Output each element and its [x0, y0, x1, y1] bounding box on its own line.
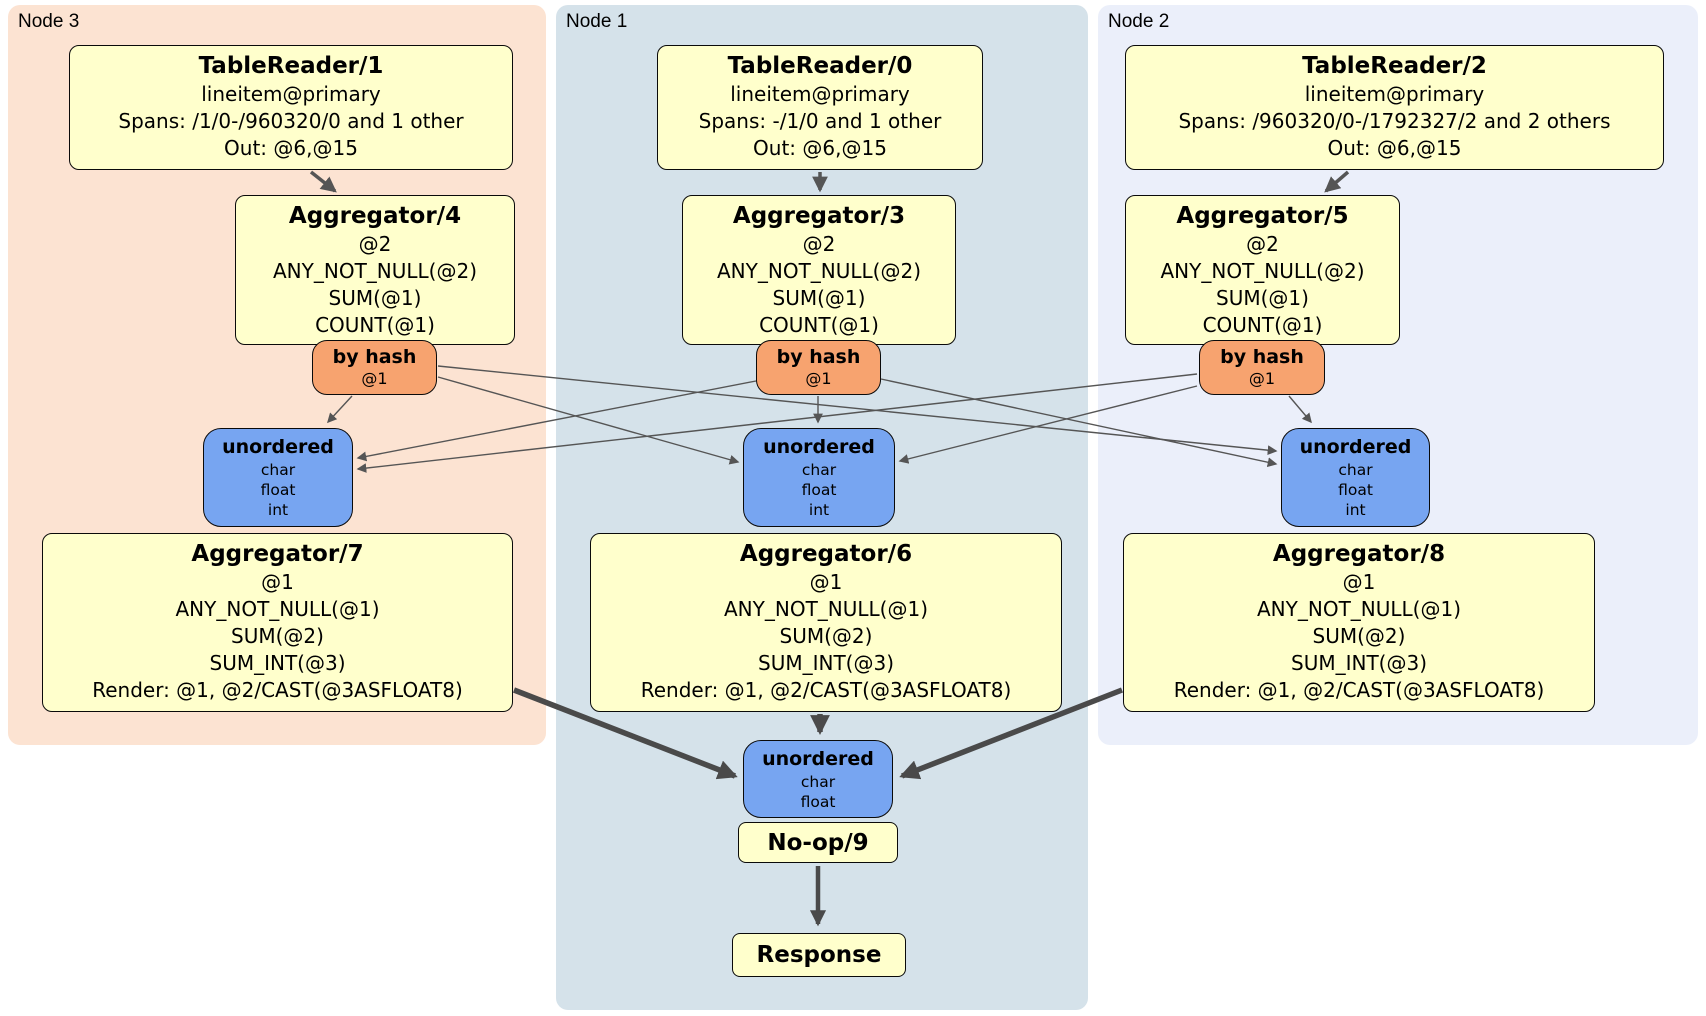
- tablereader-0-box: TableReader/0 lineitem@primary Spans: -/…: [657, 45, 983, 170]
- agg-fn-label: SUM(@2): [1312, 624, 1406, 648]
- sync-type-label: float: [1338, 481, 1373, 499]
- aggregator-8-box: Aggregator/8 @1 ANY_NOT_NULL(@1) SUM(@2)…: [1123, 533, 1595, 712]
- by-hash-router-node3: by hash @1: [312, 340, 437, 395]
- sync-title: unordered: [222, 436, 334, 458]
- aggregator-7-title: Aggregator/7: [191, 541, 364, 567]
- aggregator-4-title: Aggregator/4: [288, 203, 462, 229]
- group-cols-label: @1: [261, 570, 294, 594]
- sync-type-label: char: [800, 772, 836, 791]
- agg-fn-label: SUM(@1): [328, 286, 422, 310]
- router-title: by hash: [776, 346, 861, 368]
- agg-fn-label: SUM(@2): [779, 624, 873, 648]
- group-cols-label: @2: [358, 232, 392, 256]
- sync-type-label: int: [1345, 501, 1366, 519]
- agg-fn-label: SUM(@1): [772, 286, 866, 310]
- aggregator-8-title: Aggregator/8: [1272, 541, 1446, 567]
- router-key-label: @1: [805, 369, 832, 388]
- index-label: lineitem@primary: [1304, 82, 1485, 106]
- agg-fn-label: COUNT(@1): [759, 313, 879, 337]
- group-cols-label: @1: [1342, 570, 1376, 594]
- sync-title: unordered: [763, 436, 875, 458]
- noop-9-box: No-op/9: [738, 822, 898, 863]
- render-label: Render: @1, @2/CAST(@3ASFLOAT8): [640, 678, 1012, 702]
- sync-type-label: char: [1338, 461, 1373, 479]
- group-cols-label: @1: [809, 570, 843, 594]
- sync-type-label: float: [260, 481, 296, 499]
- group-cols-label: @2: [802, 232, 836, 256]
- node-1-label: Node 1: [566, 11, 628, 32]
- router-key-label: @1: [1248, 369, 1276, 388]
- aggregator-6-box: Aggregator/6 @1 ANY_NOT_NULL(@1) SUM(@2)…: [590, 533, 1062, 712]
- node-3-label: Node 3: [18, 11, 80, 32]
- sync-type-label: char: [260, 461, 296, 479]
- tablereader-0-title: TableReader/0: [727, 53, 913, 79]
- noop-9-title: No-op/9: [767, 829, 869, 856]
- tablereader-2-title: TableReader/2: [1302, 53, 1487, 79]
- sync-type-label: float: [800, 792, 836, 811]
- agg-fn-label: COUNT(@1): [315, 313, 435, 337]
- tablereader-1-box: TableReader/1 lineitem@primary Spans: /1…: [69, 45, 513, 170]
- aggregator-3-box: Aggregator/3 @2 ANY_NOT_NULL(@2) SUM(@1)…: [682, 195, 956, 345]
- unordered-sync-node2: unordered char float int: [1281, 428, 1430, 527]
- router-title: by hash: [1220, 346, 1304, 368]
- tablereader-1-title: TableReader/1: [198, 53, 384, 79]
- agg-fn-label: SUM_INT(@3): [209, 651, 346, 675]
- agg-fn-label: ANY_NOT_NULL(@2): [273, 259, 477, 283]
- index-label: lineitem@primary: [730, 82, 910, 106]
- render-label: Render: @1, @2/CAST(@3ASFLOAT8): [1173, 678, 1545, 702]
- spans-label: Spans: -/1/0 and 1 other: [698, 109, 942, 133]
- agg-fn-label: SUM(@1): [1216, 286, 1309, 310]
- agg-fn-label: ANY_NOT_NULL(@2): [717, 259, 921, 283]
- sync-type-label: int: [808, 501, 830, 519]
- spans-label: Spans: /1/0-/960320/0 and 1 other: [118, 109, 464, 133]
- router-title: by hash: [332, 346, 417, 368]
- sync-title: unordered: [762, 747, 874, 770]
- response-box: Response: [732, 933, 906, 977]
- aggregator-5-title: Aggregator/5: [1176, 203, 1349, 229]
- sync-type-label: float: [801, 481, 837, 499]
- render-label: Render: @1, @2/CAST(@3ASFLOAT8): [92, 678, 463, 702]
- agg-fn-label: ANY_NOT_NULL(@1): [1257, 597, 1461, 621]
- response-title: Response: [756, 942, 882, 968]
- index-label: lineitem@primary: [201, 82, 381, 106]
- aggregator-3-title: Aggregator/3: [732, 203, 906, 229]
- aggregator-5-box: Aggregator/5 @2 ANY_NOT_NULL(@2) SUM(@1)…: [1125, 195, 1400, 345]
- agg-fn-label: SUM_INT(@3): [758, 651, 894, 675]
- agg-fn-label: COUNT(@1): [1202, 313, 1323, 337]
- unordered-sync-final: unordered char float: [743, 740, 893, 818]
- tablereader-2-box: TableReader/2 lineitem@primary Spans: /9…: [1125, 45, 1664, 170]
- router-key-label: @1: [361, 369, 388, 388]
- aggregator-7-box: Aggregator/7 @1 ANY_NOT_NULL(@1) SUM(@2)…: [42, 533, 513, 712]
- by-hash-router-node2: by hash @1: [1199, 340, 1325, 395]
- out-label: Out: @6,@15: [224, 136, 358, 160]
- agg-fn-label: SUM(@2): [231, 624, 324, 648]
- group-cols-label: @2: [1246, 232, 1279, 256]
- agg-fn-label: ANY_NOT_NULL(@1): [175, 597, 380, 621]
- sync-type-label: int: [267, 501, 289, 519]
- unordered-sync-node3: unordered char float int: [203, 428, 353, 527]
- node-2-label: Node 2: [1108, 11, 1170, 32]
- out-label: Out: @6,@15: [1327, 136, 1462, 160]
- by-hash-router-node1: by hash @1: [756, 340, 881, 395]
- sync-type-label: char: [801, 461, 837, 479]
- spans-label: Spans: /960320/0-/1792327/2 and 2 others: [1178, 109, 1611, 133]
- agg-fn-label: SUM_INT(@3): [1291, 651, 1427, 675]
- agg-fn-label: ANY_NOT_NULL(@1): [724, 597, 928, 621]
- out-label: Out: @6,@15: [753, 136, 887, 160]
- aggregator-6-title: Aggregator/6: [739, 541, 913, 567]
- sync-title: unordered: [1299, 436, 1412, 458]
- unordered-sync-node1: unordered char float int: [743, 428, 895, 527]
- agg-fn-label: ANY_NOT_NULL(@2): [1160, 259, 1365, 283]
- aggregator-4-box: Aggregator/4 @2 ANY_NOT_NULL(@2) SUM(@1)…: [235, 195, 515, 345]
